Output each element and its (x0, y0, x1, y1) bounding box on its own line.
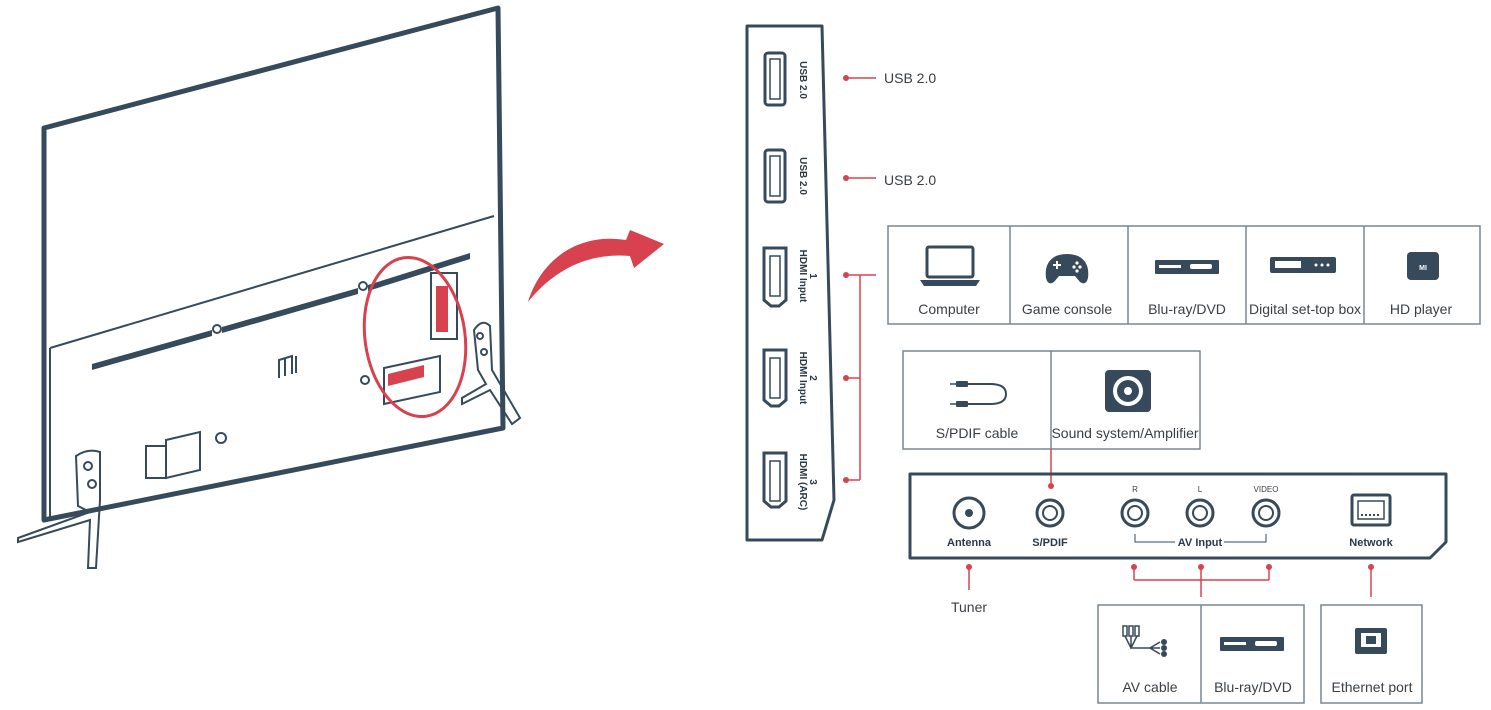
svg-text:USB 2.0: USB 2.0 (797, 61, 808, 99)
hdmi-port-icon (762, 246, 788, 308)
usb-port-icon (763, 148, 787, 204)
usb-callouts: USB 2.0 USB 2.0 (843, 70, 936, 188)
port-label: Network (1349, 537, 1393, 549)
svg-text:3: 3 (807, 479, 818, 485)
av-channel-label: R (1132, 485, 1138, 494)
port-label: S/PDIF (1032, 537, 1068, 549)
av-connector-lines (1131, 564, 1272, 597)
side-port-label: HDMI Input 1 (797, 250, 818, 303)
svg-text:HDMI Input: HDMI Input (797, 352, 808, 405)
network-devices-box: Ethernet port (1320, 604, 1423, 704)
tuner-connector: Tuner (951, 564, 987, 615)
side-port-label: USB 2.0 (797, 61, 808, 99)
bluray-player-icon (1220, 637, 1284, 651)
device-label: Sound system/Amplifier (1051, 425, 1198, 441)
svg-text:USB 2.0: USB 2.0 (797, 157, 808, 195)
rca-port-icon (1120, 498, 1150, 528)
av-channel-label: L (1198, 485, 1203, 494)
device-label: Game console (1022, 301, 1112, 317)
hdmi-port-icon (762, 348, 788, 408)
port-label: AV Input (1178, 537, 1223, 549)
svg-text:USB 2.0: USB 2.0 (884, 70, 936, 86)
laptop-icon (920, 245, 980, 286)
svg-text:USB 2.0: USB 2.0 (884, 172, 936, 188)
spdif-port-icon (1035, 498, 1065, 528)
device-label: Blu-ray/DVD (1214, 679, 1292, 695)
device-label: HD player (1390, 301, 1453, 317)
antenna-port-icon (952, 496, 986, 530)
side-port-label: USB 2.0 (797, 157, 808, 195)
bottom-port-panel: Antenna S/PDIF R L VIDEO AV Input (908, 472, 1448, 560)
bluray-player-icon (1155, 260, 1219, 274)
hd-player-icon: MI (1407, 252, 1439, 280)
svg-text:MI: MI (1419, 265, 1427, 272)
device-label: Computer (918, 301, 980, 317)
av-devices-box: AV cable Blu-ray/DVD (1097, 604, 1305, 704)
side-port-panel: USB 2.0 USB 2.0 HDMI Input 1 HDMI Input … (745, 24, 836, 542)
svg-text:HDMI (ARC): HDMI (ARC) (797, 454, 808, 511)
ports-highlight-circle (362, 255, 468, 419)
port-label: Antenna (947, 537, 992, 549)
svg-text:2: 2 (807, 375, 818, 381)
network-connector (1368, 564, 1374, 597)
av-channel-label: VIDEO (1254, 485, 1279, 494)
device-label: Ethernet port (1332, 679, 1413, 695)
svg-text:1: 1 (807, 273, 818, 279)
device-label: AV cable (1123, 679, 1178, 695)
hdmi-port-icon (762, 451, 788, 509)
av-cable-icon (1122, 625, 1167, 657)
device-label: S/PDIF cable (936, 425, 1019, 441)
rca-port-icon (1185, 498, 1215, 528)
speaker-icon (1105, 370, 1151, 412)
optical-cable-icon (950, 381, 1008, 407)
usb-port-icon (763, 51, 787, 107)
zoom-arrow-icon (528, 230, 664, 302)
ethernet-port-icon (1350, 493, 1392, 527)
svg-text:HDMI Input: HDMI Input (797, 250, 808, 303)
tuner-label: Tuner (951, 599, 987, 615)
tv-back-illustration (17, 5, 522, 569)
side-port-label: HDMI Input 2 (797, 352, 818, 405)
device-label: Digital set-top box (1249, 301, 1361, 317)
gamepad-icon (1045, 254, 1089, 284)
spdif-connector-line (1048, 449, 1054, 489)
mi-logo (278, 354, 297, 378)
hdmi-devices-box: Computer Game console Blu-ray/DVD D (887, 225, 1481, 325)
rca-port-icon (1251, 498, 1281, 528)
set-top-box-icon (1270, 257, 1336, 273)
ethernet-port-icon (1355, 628, 1387, 654)
device-label: Blu-ray/DVD (1148, 301, 1226, 317)
side-port-label: HDMI (ARC) 3 (797, 454, 818, 511)
spdif-devices-box: S/PDIF cable Sound system/Amplifier (902, 350, 1201, 450)
hdmi-connector-lines (843, 272, 876, 483)
